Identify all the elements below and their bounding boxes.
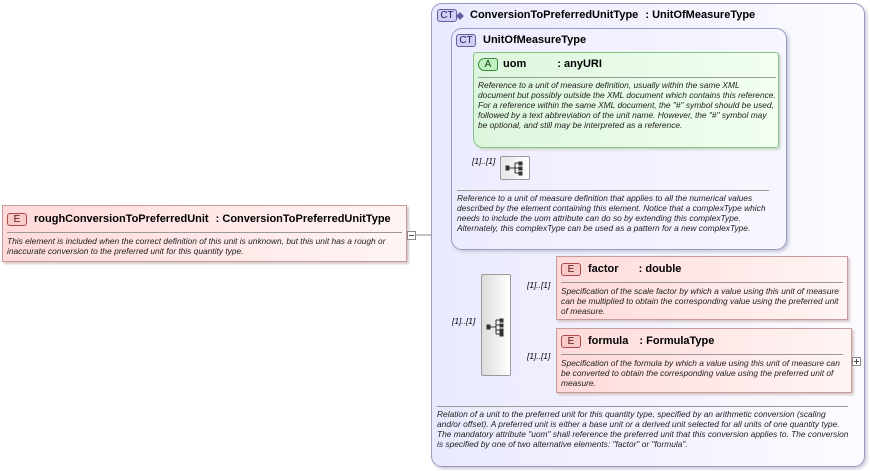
sequence-compositor[interactable] bbox=[500, 156, 530, 180]
root-element-rough-conversion[interactable]: E roughConversionToPreferredUnit : Conve… bbox=[2, 205, 407, 262]
attribute-badge: A bbox=[478, 58, 498, 71]
attribute-type: : anyURI bbox=[557, 58, 602, 70]
complex-type-documentation: Relation of a unit to the preferred unit… bbox=[437, 409, 849, 449]
sequence-multiplicity: [1]..[1] bbox=[472, 156, 496, 166]
element-name: factor bbox=[588, 263, 619, 275]
element-badge: E bbox=[561, 263, 581, 276]
element-documentation: Specification of the formula by which a … bbox=[561, 358, 840, 388]
attribute-title: uom : anyURI bbox=[503, 58, 602, 70]
element-documentation: This element is included when the correc… bbox=[7, 236, 386, 256]
element-badge: E bbox=[7, 213, 27, 226]
element-type: : double bbox=[638, 263, 682, 275]
element-name: roughConversionToPreferredUnit bbox=[34, 213, 209, 225]
complex-type-base: : UnitOfMeasureType bbox=[645, 9, 756, 21]
attribute-documentation: Reference to a unit of measure definitio… bbox=[478, 80, 776, 130]
sequence-icon bbox=[505, 161, 523, 176]
element-doc-separator bbox=[561, 354, 843, 355]
element-doc-separator bbox=[561, 282, 843, 283]
attribute-uom[interactable]: A uom : anyURI Reference to a unit of me… bbox=[473, 52, 779, 148]
element-type: : FormulaType bbox=[639, 335, 715, 347]
expand-toggle-icon[interactable] bbox=[456, 12, 464, 20]
element-badge: E bbox=[561, 335, 581, 348]
complex-type-doc-separator bbox=[437, 406, 848, 407]
element-title: formula : FormulaType bbox=[588, 335, 714, 347]
complex-type-name: ConversionToPreferredUnitType bbox=[470, 9, 639, 21]
choice-icon bbox=[486, 318, 504, 337]
formula-multiplicity: [1]..[1] bbox=[527, 351, 551, 361]
element-title: factor : double bbox=[588, 263, 681, 275]
complex-type-badge: CT bbox=[437, 9, 457, 22]
element-title: roughConversionToPreferredUnit : Convers… bbox=[34, 213, 391, 225]
collapse-icon[interactable] bbox=[407, 231, 416, 240]
complex-type-doc-separator bbox=[457, 190, 769, 191]
element-type: : ConversionToPreferredUnitType bbox=[215, 213, 391, 225]
element-name: formula bbox=[588, 335, 629, 347]
choice-compositor[interactable] bbox=[481, 274, 511, 376]
attribute-doc-separator bbox=[478, 77, 776, 78]
factor-multiplicity: [1]..[1] bbox=[527, 280, 551, 290]
element-doc-separator bbox=[7, 232, 402, 233]
choice-multiplicity: [1]..[1] bbox=[452, 316, 476, 326]
complex-type-title: UnitOfMeasureType bbox=[483, 34, 587, 46]
element-documentation: Specification of the scale factor by whi… bbox=[561, 286, 839, 316]
complex-type-badge: CT bbox=[456, 34, 476, 47]
attribute-name: uom bbox=[503, 58, 527, 70]
complex-type-title: ConversionToPreferredUnitType : UnitOfMe… bbox=[470, 9, 755, 21]
element-formula[interactable]: E formula : FormulaType Specification of… bbox=[556, 328, 852, 393]
complex-type-documentation: Reference to a unit of measure definitio… bbox=[457, 193, 766, 233]
expand-icon[interactable] bbox=[852, 357, 861, 366]
element-factor[interactable]: E factor : double Specification of the s… bbox=[556, 256, 848, 320]
